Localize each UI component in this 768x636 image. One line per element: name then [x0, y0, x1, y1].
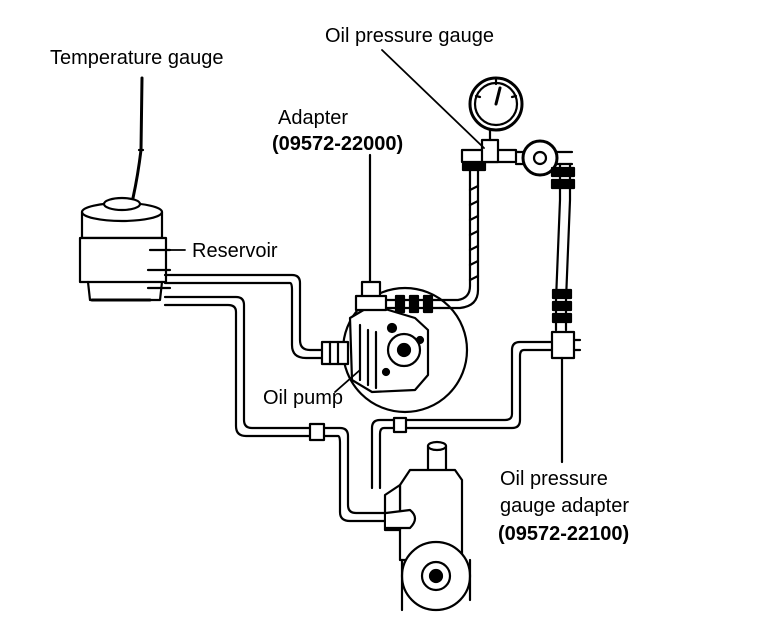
gauge-adapter-label-line1: Oil pressure	[500, 468, 608, 490]
adapter-fitting	[354, 153, 442, 314]
temperature-gauge-probe	[131, 76, 145, 200]
gauge-adapter-label-line2: gauge adapter	[500, 495, 630, 517]
gauge-adapter	[550, 330, 582, 464]
reservoir-label: Reservoir	[192, 240, 278, 262]
pressure-hose	[370, 340, 554, 490]
supply-hose	[163, 273, 324, 360]
oil-pump-label: Oil pump	[263, 387, 344, 409]
oil-pressure-gauge	[460, 76, 524, 164]
gauge-hose-right	[550, 162, 576, 332]
return-hose	[163, 295, 388, 523]
oil-pump	[320, 286, 469, 414]
oil-pressure-gauge-leader	[381, 49, 485, 149]
steering-gear-box	[383, 440, 472, 612]
adapter-label: Adapter	[278, 107, 349, 129]
shutoff-valve	[514, 139, 574, 177]
oil-pump-leader	[334, 369, 361, 393]
adapter-part-number: (09572-22000)	[272, 133, 404, 155]
reservoir	[78, 196, 172, 302]
gauge-hose-left	[438, 158, 487, 310]
temperature-gauge-label: Temperature gauge	[50, 47, 224, 69]
oil-pressure-gauge-label: Oil pressure gauge	[325, 25, 494, 47]
gauge-adapter-part-number: (09572-22100)	[498, 523, 630, 545]
